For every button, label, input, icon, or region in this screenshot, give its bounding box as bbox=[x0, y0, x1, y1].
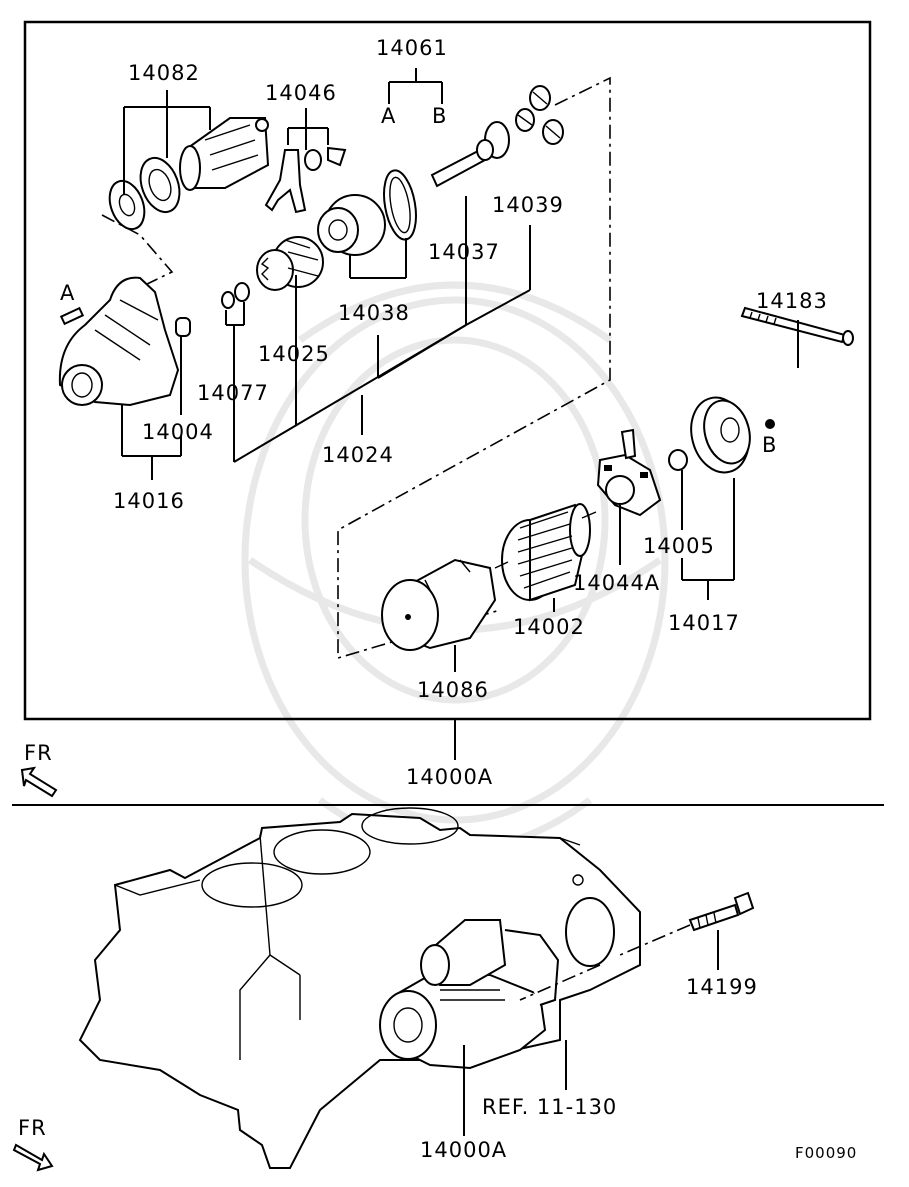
engine-block-outline bbox=[78, 807, 641, 1169]
label-14086: 14086 bbox=[417, 678, 489, 702]
label-14005: 14005 bbox=[643, 534, 715, 558]
label-mark-b: B bbox=[762, 433, 777, 457]
label-14004: 14004 bbox=[142, 420, 214, 444]
front-direction-arrow-bottom: FR bbox=[12, 1116, 54, 1172]
pinion-shaft-part bbox=[430, 121, 510, 188]
yoke-part bbox=[381, 558, 497, 651]
starter-motor-assembly bbox=[379, 919, 560, 1070]
solenoid-part bbox=[108, 117, 270, 231]
planetary-gear-part bbox=[515, 85, 564, 145]
label-14046: 14046 bbox=[265, 81, 337, 105]
label-assy-bottom: 14000A bbox=[420, 1138, 507, 1162]
label-14061-b: B bbox=[432, 104, 447, 128]
label-14061: 14061 bbox=[376, 36, 448, 60]
exploded-view-frame bbox=[23, 20, 872, 721]
rear-bracket-part bbox=[668, 396, 775, 474]
fr-label-bottom: FR bbox=[18, 1116, 47, 1140]
front-direction-arrow-top: FR bbox=[20, 741, 58, 798]
label-14002: 14002 bbox=[513, 615, 585, 639]
label-14017: 14017 bbox=[668, 611, 740, 635]
leader-lines-top bbox=[121, 68, 799, 760]
label-ref: REF. 11-130 bbox=[482, 1095, 617, 1119]
label-14039: 14039 bbox=[492, 193, 564, 217]
label-14183: 14183 bbox=[756, 289, 828, 313]
figure-code: F00090 bbox=[795, 1144, 857, 1162]
label-14037: 14037 bbox=[428, 240, 500, 264]
armature-part bbox=[494, 503, 597, 602]
part-labels-top: 14061 A B 14082 14046 14039 14037 14038 … bbox=[60, 36, 828, 789]
label-14044a: 14044A bbox=[573, 571, 660, 595]
label-14016: 14016 bbox=[113, 489, 185, 513]
label-14025: 14025 bbox=[258, 342, 330, 366]
label-14024: 14024 bbox=[322, 443, 394, 467]
mounting-bolt-14199 bbox=[519, 891, 755, 1001]
label-assy-top: 14000A bbox=[406, 765, 493, 789]
front-housing-part bbox=[58, 276, 191, 407]
drive-lever-part bbox=[264, 146, 347, 214]
overrunning-clutch-part bbox=[256, 236, 324, 291]
label-14038: 14038 bbox=[338, 301, 410, 325]
label-14082: 14082 bbox=[128, 61, 200, 85]
fr-label-top: FR bbox=[24, 741, 53, 765]
label-14077: 14077 bbox=[197, 381, 269, 405]
brush-holder-part bbox=[596, 428, 662, 517]
stop-ring-part bbox=[221, 282, 250, 309]
through-bolt-part bbox=[740, 306, 854, 346]
label-14061-a: A bbox=[381, 104, 396, 128]
label-mark-a: A bbox=[60, 281, 75, 305]
label-14199: 14199 bbox=[686, 975, 758, 999]
leader-lines-bottom bbox=[463, 930, 719, 1136]
internal-gear-part bbox=[317, 169, 417, 256]
part-labels-bottom: 14199 REF. 11-130 14000A F00090 bbox=[420, 975, 857, 1162]
